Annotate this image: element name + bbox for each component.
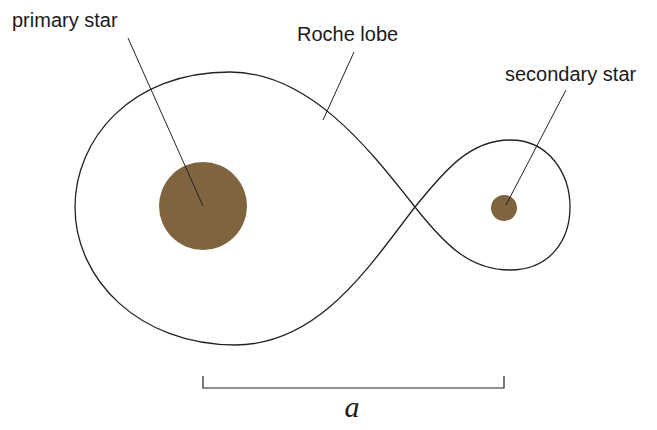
dimension-label: a	[345, 390, 360, 424]
leader-line	[506, 90, 566, 205]
callout-label: primary star	[12, 8, 118, 32]
leader-line	[128, 38, 203, 206]
separation-bracket	[203, 376, 504, 388]
callout-label: Roche lobe	[297, 22, 398, 46]
leader-line	[323, 52, 354, 120]
secondary-star	[491, 195, 517, 221]
roche-lobe-outline	[75, 72, 570, 345]
callout-label: secondary star	[505, 62, 636, 86]
